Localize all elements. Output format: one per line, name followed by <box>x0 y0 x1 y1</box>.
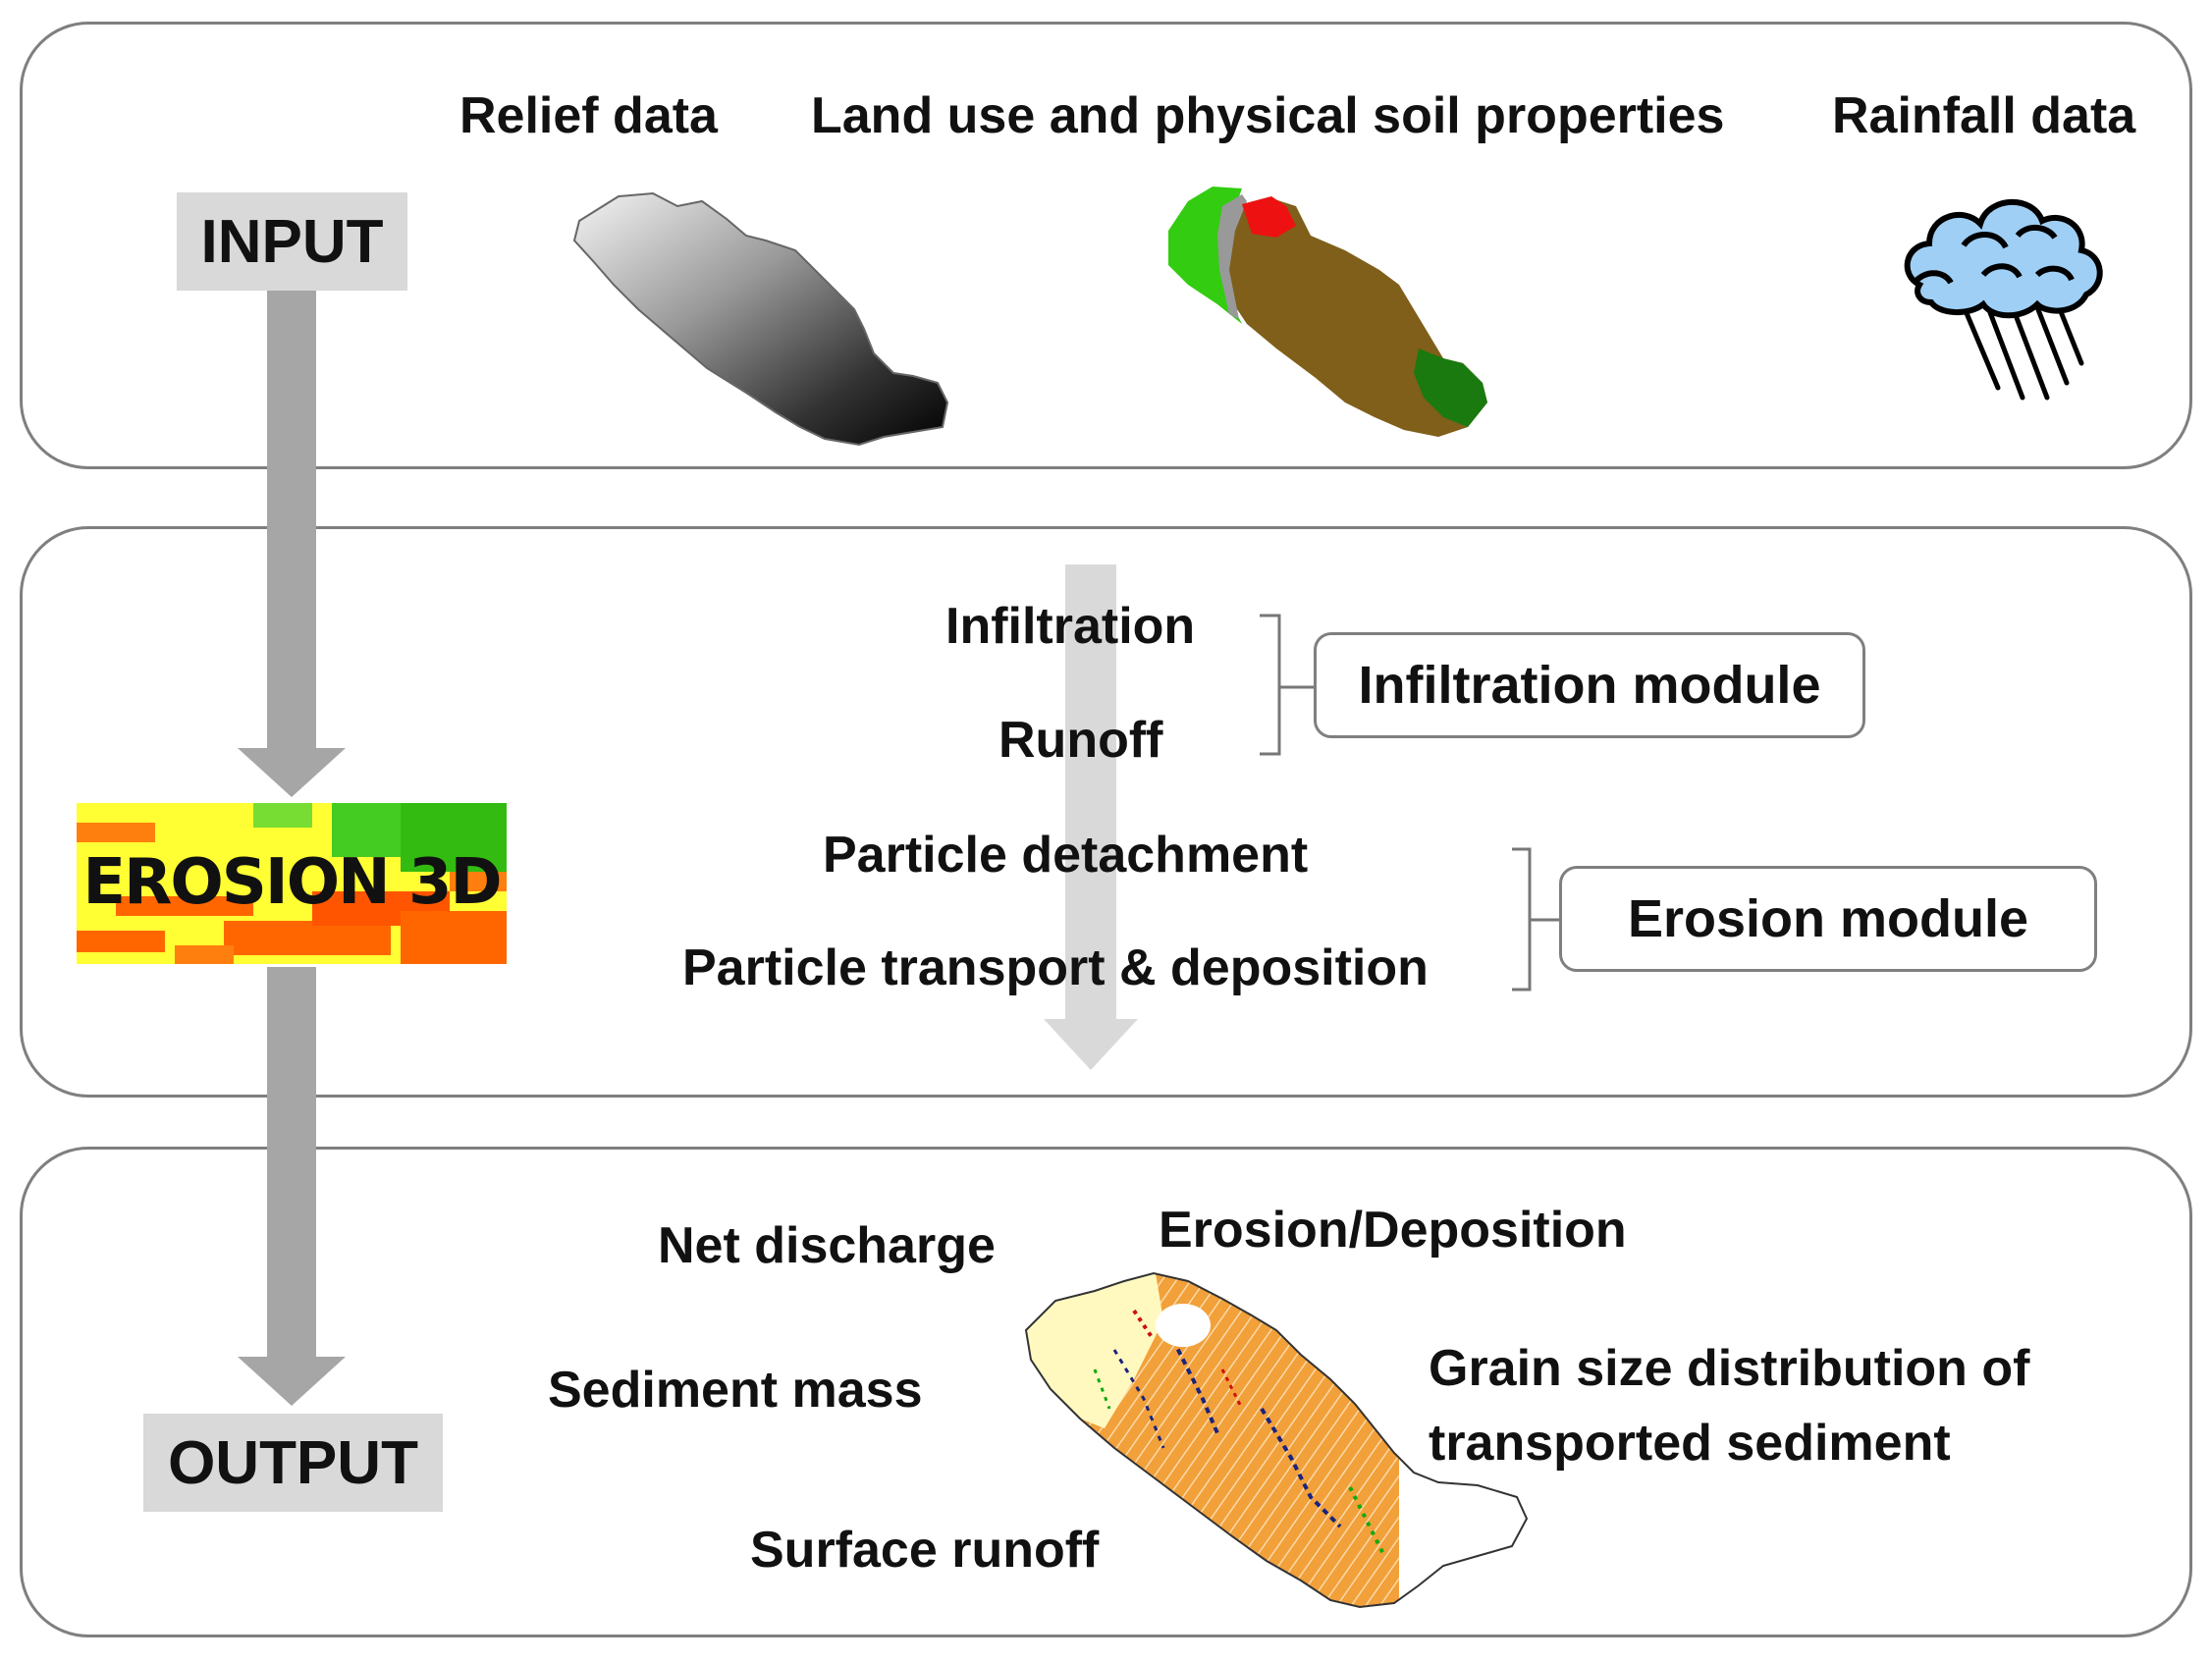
infiltration-label: Infiltration <box>945 598 1196 655</box>
rainfall-data-label: Rainfall data <box>1832 87 2136 144</box>
net-discharge-label: Net discharge <box>658 1217 996 1274</box>
erosion3d-logo: EROSION 3D <box>77 803 507 964</box>
erosion3d-logo-text: EROSION 3D <box>82 846 500 919</box>
relief-data-label: Relief data <box>459 87 718 144</box>
infiltration-module-box: Infiltration module <box>1314 632 1865 738</box>
relief-map <box>572 191 949 447</box>
surface-runoff-label: Surface runoff <box>750 1522 1100 1579</box>
landuse-label: Land use and physical soil properties <box>811 87 1725 144</box>
grain-size-label-line1: Grain size distribution of <box>1429 1340 2030 1397</box>
rain-cloud-icon <box>1904 198 2103 401</box>
erosion-module-box: Erosion module <box>1559 866 2097 972</box>
sediment-mass-label: Sediment mass <box>548 1362 923 1419</box>
output-erosion-map <box>1024 1271 1529 1609</box>
erosion-deposition-label: Erosion/Deposition <box>1159 1202 1627 1259</box>
particle-transport-label: Particle transport & deposition <box>682 939 1429 996</box>
landuse-map <box>1168 187 1487 437</box>
particle-detachment-label: Particle detachment <box>823 827 1309 884</box>
input-tag: INPUT <box>177 192 407 291</box>
grain-size-label-line2: transported sediment <box>1429 1415 1951 1472</box>
output-tag: OUTPUT <box>143 1414 443 1512</box>
runoff-label: Runoff <box>998 712 1163 769</box>
